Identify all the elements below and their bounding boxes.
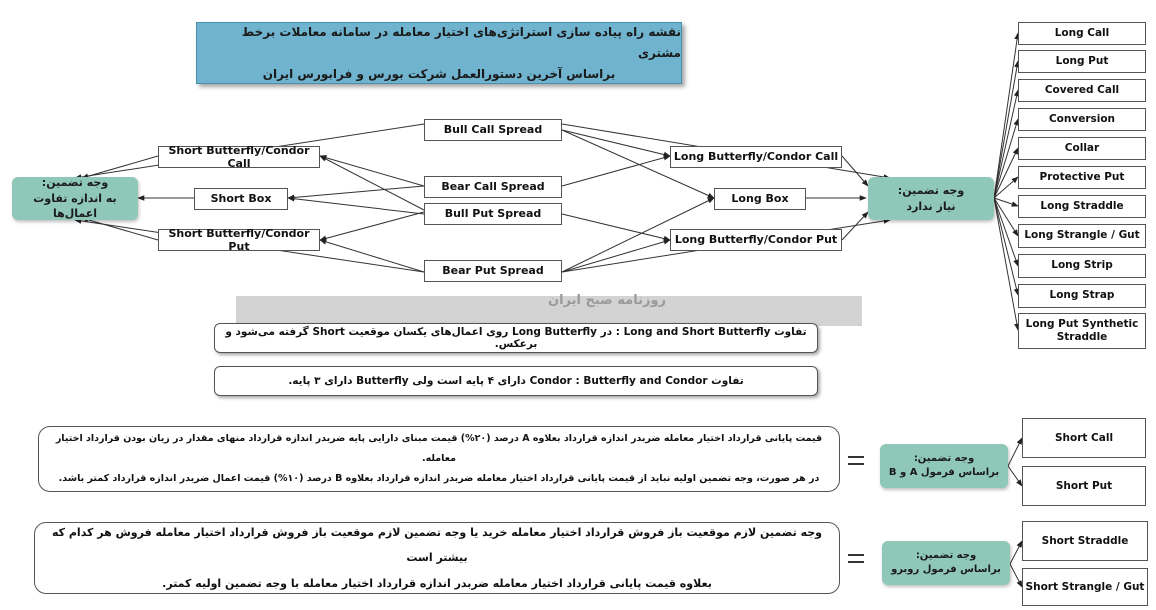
right-list-item: Long Strap [1018,284,1146,308]
section2-formula-box: وجه تضمین لازم موقعیت باز فروش قرارداد ا… [34,522,840,594]
right-list-item: Protective Put [1018,166,1146,189]
section2-line-1: وجه تضمین لازم موقعیت باز فروش قرارداد ا… [51,526,823,565]
right-list-item: Covered Call [1018,79,1146,102]
short-butterfly-call-box: Short Butterfly/Condor Call [158,144,320,170]
right-list-item: Long Call [1018,22,1146,45]
left-node-label-1: وجه تضمین: [41,175,109,189]
section1-node: وجه تضمین: براساس فرمول A و B [880,444,1008,488]
left-margin-node: وجه تضمین: به اندازه تفاوت اعمال‌ها [12,175,138,221]
bull-call-spread-box: Bull Call Spread [424,119,562,141]
equals-icon [848,456,864,465]
short-straddle-box: Short Straddle [1022,521,1148,561]
equals-icon [848,554,864,563]
bull-put-spread-box: Bull Put Spread [424,203,562,225]
watermark-text: روزنامه صبح ایران [548,293,667,308]
section2-node: وجه تضمین: براساس فرمول روبرو [882,541,1010,585]
section1-node-label-2: براساس فرمول A و B [888,467,1000,478]
short-box-box: Short Box [194,188,288,210]
note-condor-difference: تفاوت Condor : Butterfly and Condor دارا… [214,366,818,396]
long-butterfly-put-box: Long Butterfly/Condor Put [670,229,842,251]
short-strangle-box: Short Strangle / Gut [1022,568,1148,606]
title-line-1: نقشه راه پیاده سازی استراتژی‌های اختیار … [241,24,681,60]
right-list-item: Conversion [1018,108,1146,131]
title-line-2: براساس آخرین دستورالعمل شرکت بورس و فراب… [262,66,616,81]
right-list-item: Long Strangle / Gut [1018,224,1146,248]
note-butterfly-difference: تفاوت Long and Short Butterfly : در Long… [214,323,818,353]
right-margin-node: وجه تضمین: نیاز ندارد [868,177,994,220]
right-list-item: Long Put [1018,50,1146,73]
section1-formula-box: قیمت پایانی قرارداد اختیار معامله ضربدر … [38,426,840,492]
right-list-item: Collar [1018,137,1146,160]
long-box-box: Long Box [714,188,806,210]
left-node-label-2: به اندازه تفاوت اعمال‌ها [33,191,117,221]
section2-node-label-2: براساس فرمول روبرو [891,564,1001,575]
right-node-label-1: وجه تضمین: [897,183,965,197]
section1-node-label-1: وجه تضمین: [913,452,975,464]
bear-put-spread-box: Bear Put Spread [424,260,562,282]
right-node-label-2: نیاز ندارد [906,199,956,213]
bear-call-spread-box: Bear Call Spread [424,176,562,198]
diagram-title: نقشه راه پیاده سازی استراتژی‌های اختیار … [196,22,682,84]
section1-line-1: قیمت پایانی قرارداد اختیار معامله ضربدر … [55,433,823,465]
section1-line-2: در هر صورت، وجه تضمین اولیه نباید از قیم… [58,472,820,484]
short-butterfly-put-box: Short Butterfly/Condor Put [158,227,320,253]
section2-line-2: بعلاوه قیمت پایانی قرارداد اختیار معامله… [162,576,712,590]
right-list-item: Long Strip [1018,254,1146,278]
long-butterfly-call-box: Long Butterfly/Condor Call [670,146,842,168]
section2-node-label-1: وجه تضمین: [915,549,977,561]
watermark-band [236,296,862,326]
right-list-item: Long Straddle [1018,195,1146,218]
short-call-box: Short Call [1022,418,1146,458]
short-put-box: Short Put [1022,466,1146,506]
right-list-item: Long Put Synthetic Straddle [1018,313,1146,349]
